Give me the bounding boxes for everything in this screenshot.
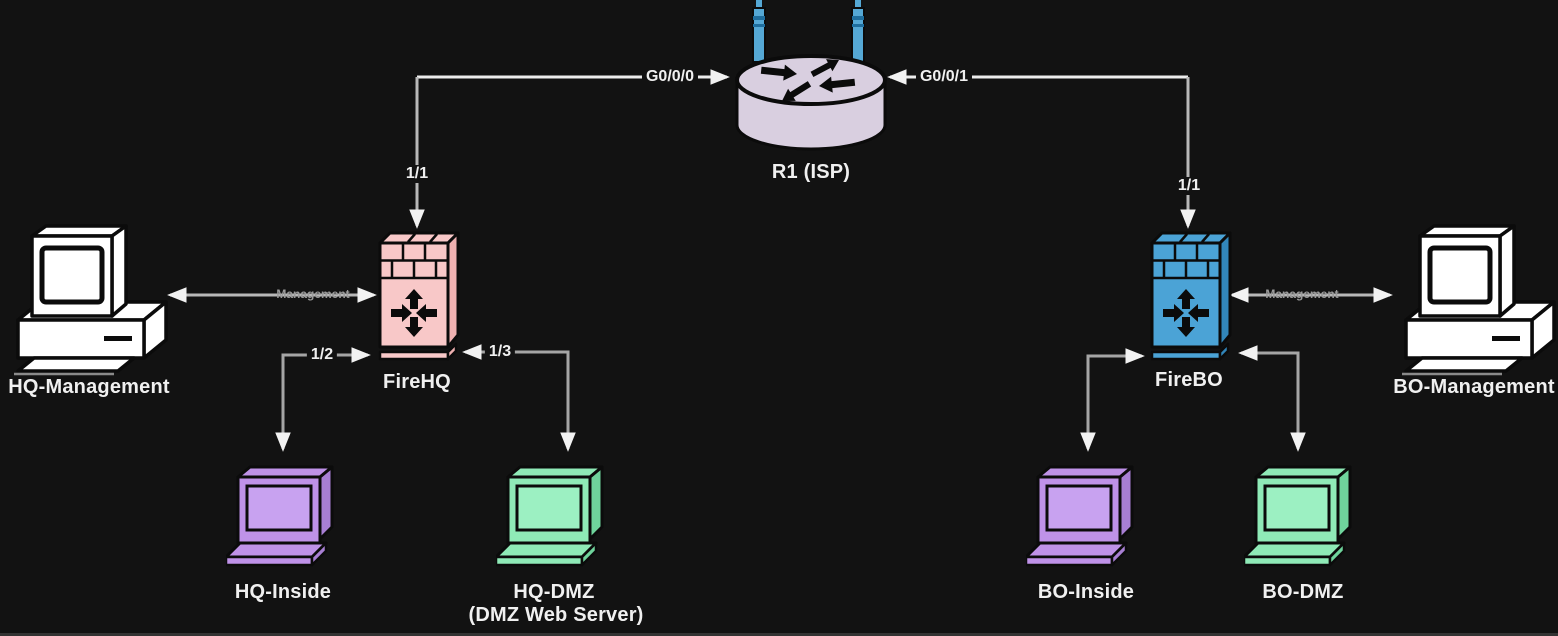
laptop-icon (1244, 461, 1362, 569)
bo-dmz-label: BO-DMZ (1262, 581, 1344, 603)
node-router-r1 (726, 0, 896, 151)
laptop-icon (1026, 461, 1144, 569)
iface-label-firehq-1-2: 1/2 (306, 346, 338, 364)
router-arrows-icon (760, 59, 856, 101)
iface-label-firehq-management: Management (276, 287, 350, 301)
iface-label-g001: G0/0/1 (915, 68, 973, 86)
iface-label-firebo-management: Management (1265, 287, 1339, 301)
laptop-icon (496, 461, 614, 569)
link-firehq-hq-inside (275, 347, 371, 452)
hq-management-label: HQ-Management (8, 376, 170, 398)
desktop-pc-icon (8, 224, 168, 376)
hq-dmz-label: HQ-DMZ (513, 581, 595, 603)
antenna-icon (752, 0, 865, 63)
node-hq-management (8, 224, 168, 376)
node-hq-dmz (496, 461, 614, 569)
firewall-icon (1146, 229, 1232, 365)
bo-inside-label: BO-Inside (1037, 581, 1135, 603)
hq-dmz-sublabel: (DMZ Web Server) (468, 604, 644, 626)
link-firehq-hq-dmz (462, 344, 576, 452)
iface-label-firehq-1-1: 1/1 (401, 165, 433, 183)
bo-management-label: BO-Management (1393, 376, 1555, 398)
firewall-icon (374, 229, 460, 365)
node-firewall-firebo (1146, 229, 1232, 365)
node-bo-dmz (1244, 461, 1362, 569)
node-firewall-firehq (374, 229, 460, 365)
link-firebo-bo-inside (1080, 348, 1145, 452)
link-firebo-bo-dmz (1238, 345, 1306, 452)
router-label: R1 (ISP) (771, 161, 851, 183)
iface-label-firehq-1-3: 1/3 (484, 343, 516, 361)
firehq-label: FireHQ (383, 371, 451, 393)
hq-inside-label: HQ-Inside (234, 581, 332, 603)
bottom-edge-strip (0, 633, 1558, 636)
laptop-icon (226, 461, 344, 569)
node-bo-management (1396, 224, 1556, 376)
firebo-label: FireBO (1155, 369, 1223, 391)
iface-label-g000: G0/0/0 (641, 68, 699, 86)
iface-label-firebo-1-1: 1/1 (1173, 177, 1205, 195)
desktop-pc-icon (1396, 224, 1556, 376)
node-bo-inside (1026, 461, 1144, 569)
router-icon (735, 0, 887, 151)
node-hq-inside (226, 461, 344, 569)
